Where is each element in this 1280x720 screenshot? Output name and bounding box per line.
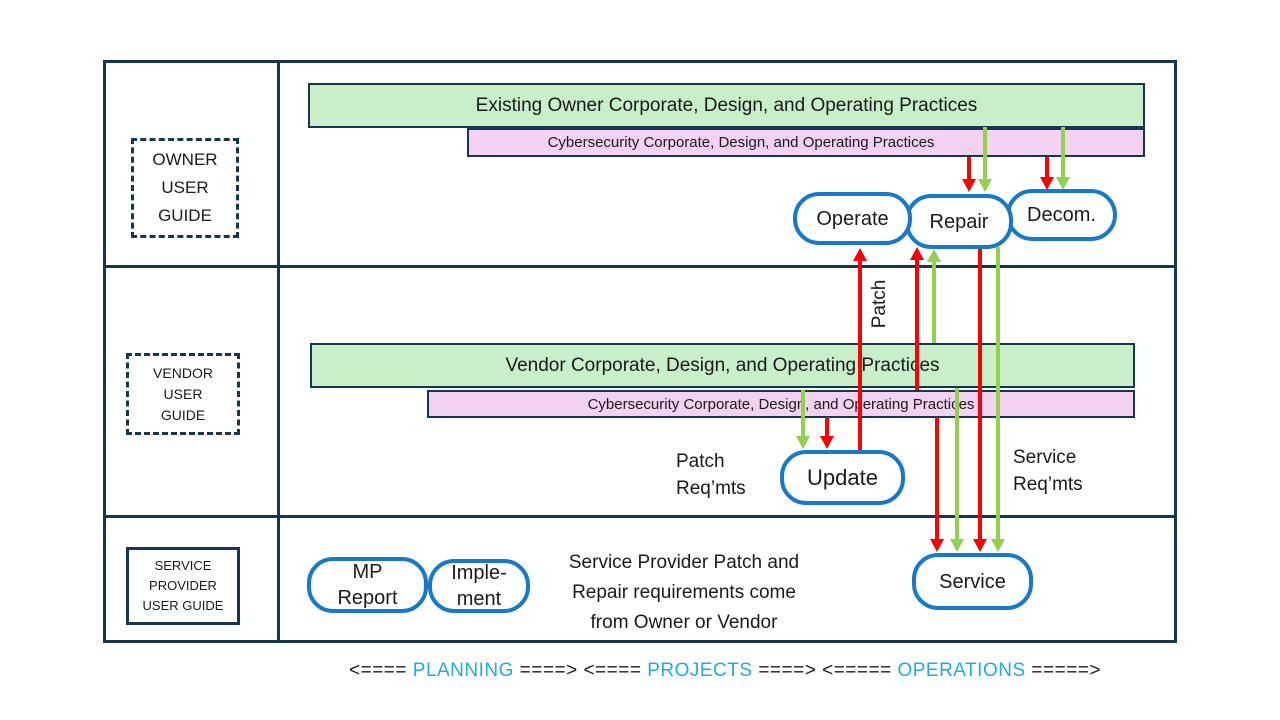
repair-node: Repair	[905, 194, 1013, 249]
vendor-cybersecurity-bar: Cybersecurity Corporate, Design, and Ope…	[427, 390, 1135, 418]
legend-planning: PLANNING	[412, 660, 514, 681]
update-node: Update	[780, 450, 905, 505]
arrow-update-to-operate-patch-red	[853, 248, 867, 450]
arrow-owner-green-to-decom-green	[1056, 127, 1070, 190]
vendor-user-guide-box: VENDOR USER GUIDE	[126, 353, 240, 435]
decom-node: Decom.	[1006, 189, 1117, 241]
legend-arrow-segment: ====> <====	[513, 660, 648, 681]
owner-practices-bar: Existing Owner Corporate, Design, and Op…	[308, 83, 1145, 128]
arrow-vendor-green-to-repair-green	[927, 249, 941, 343]
arrow-owner-pink-to-repair-red	[962, 157, 976, 192]
arrow-vendor-pink-to-update-red	[820, 417, 834, 449]
outer-frame	[103, 60, 1177, 643]
service-reqmts-label: Service Req’mts	[1013, 447, 1083, 495]
service-provider-user-guide-box: SERVICE PROVIDER USER GUIDE	[126, 547, 240, 625]
row-divider-owner-vendor	[103, 265, 1177, 268]
arrow-owner-green-to-repair-green	[978, 127, 992, 192]
arrow-repair-to-service-red	[973, 247, 987, 552]
column-divider	[277, 60, 280, 643]
patch-arrow-label: Patch	[869, 279, 890, 329]
legend-projects: PROJECTS	[647, 660, 753, 681]
owner-user-guide-box: OWNER USER GUIDE	[131, 138, 239, 238]
implement-node: Imple- ment	[428, 559, 530, 613]
row-divider-vendor-service	[103, 515, 1177, 518]
service-provider-note: Service Provider Patch and Repair requir…	[568, 552, 800, 633]
vendor-practices-bar: Vendor Corporate, Design, and Operating …	[310, 343, 1135, 388]
arrow-owner-pink-to-decom-red	[1040, 157, 1054, 190]
mp-report-node: MP Report	[307, 557, 428, 613]
owner-cybersecurity-bar: Cybersecurity Corporate, Design, and Ope…	[467, 128, 1145, 157]
service-node: Service	[912, 553, 1033, 610]
legend-arrow-segment: =====>	[1025, 660, 1101, 681]
patch-reqmts-label: Patch Req’mts	[676, 451, 746, 499]
operate-node: Operate	[793, 192, 912, 245]
arrow-vendor-green-to-update-green	[796, 390, 810, 449]
legend-arrow-segment: <====	[349, 660, 413, 681]
arrow-repair-to-service-green	[991, 247, 1005, 552]
phase-legend: <==== PLANNING ====> <==== PROJECTS ====…	[280, 660, 1170, 682]
legend-arrow-segment: ====> <=====	[752, 660, 898, 681]
legend-operations: OPERATIONS	[897, 660, 1026, 681]
arrow-vendor-green-to-service-green	[950, 388, 964, 552]
arrow-vendor-pink-to-service-red	[930, 417, 944, 552]
arrow-vendor-pink-to-repair-red	[910, 247, 924, 390]
